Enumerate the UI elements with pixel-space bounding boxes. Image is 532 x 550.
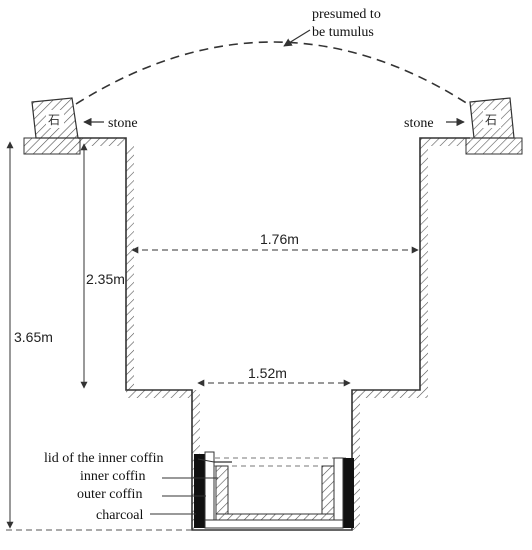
depth-total-label: 3.65m [14,329,53,345]
stone-right: 石 [465,97,523,155]
outer-coffin-right [333,457,344,529]
charcoal-right [343,458,354,528]
stone-right-label: stone [404,116,434,131]
outer-coffin-floor [204,519,344,529]
tumulus-arc [75,41,469,105]
stone-left-glyph: 石 [48,113,60,127]
inner-coffin-label: inner coffin [80,469,145,484]
stone-left: 石 [23,97,81,155]
pit-outline [78,137,470,531]
charcoal-label: charcoal [96,508,144,523]
tumulus-label-line1: presumed to [312,7,381,22]
coffin-assembly [194,451,354,529]
stone-left-label: stone [108,116,138,131]
lid-leader [197,458,215,463]
inner-coffin-right [321,465,335,515]
outer-coffin-label: outer coffin [77,487,142,502]
charcoal-left [194,454,205,528]
stone-right-glyph: 石 [485,113,497,127]
lid-inner-coffin-label: lid of the inner coffin [44,451,164,466]
depth-upper-label: 2.35m [86,271,125,287]
tumulus-label-line2: be tumulus [312,25,374,40]
inner-coffin-left [215,465,229,515]
outer-coffin-left [204,451,215,529]
width-upper-label: 1.76m [260,231,299,247]
tumulus-arrow [283,29,311,47]
width-lower-label: 1.52m [248,365,287,381]
inner-coffin-floor [215,513,335,521]
